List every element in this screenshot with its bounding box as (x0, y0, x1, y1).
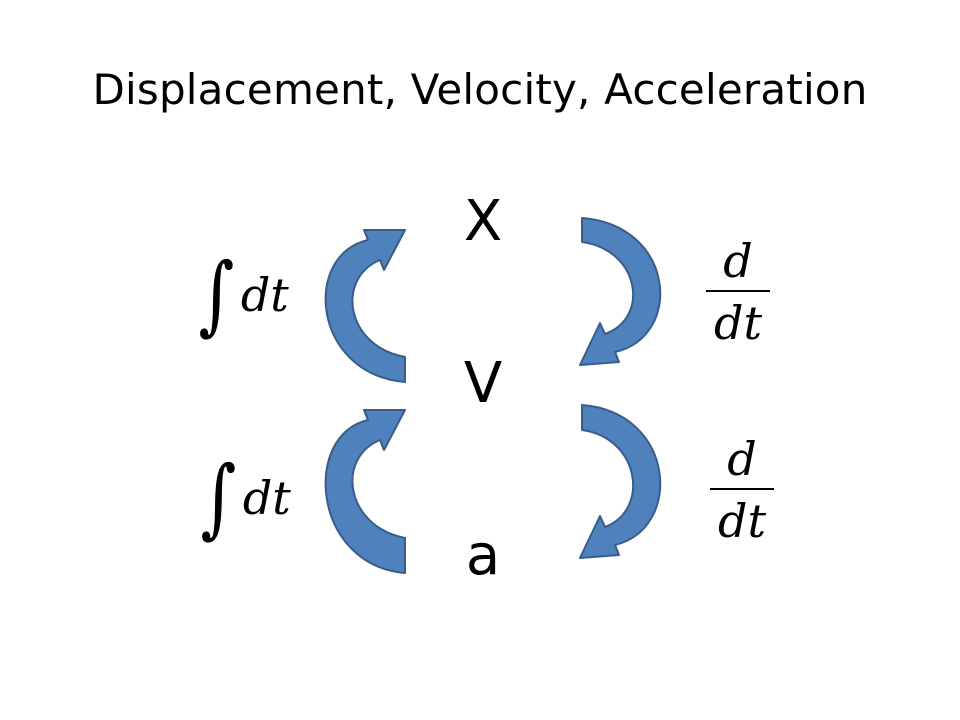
integral-differential: dt (240, 268, 289, 322)
derivative-denominator: dt (718, 494, 766, 548)
integral-operator-top: ∫ dt (194, 245, 289, 345)
curved-arrow-up-icon (324, 229, 406, 383)
fraction-bar (706, 290, 770, 292)
curved-arrow-up-icon (324, 409, 406, 574)
acceleration-label: a (465, 523, 501, 588)
derivative-denominator: dt (714, 296, 762, 350)
integral-operator-bottom: ∫ dt (196, 448, 291, 548)
displacement-label: X (463, 189, 503, 254)
integral-sign: ∫ (200, 448, 237, 548)
slide-title: Displacement, Velocity, Acceleration (92, 65, 868, 114)
derivative-numerator: d (727, 432, 757, 486)
derivative-numerator: d (723, 234, 753, 288)
integral-sign: ∫ (198, 245, 235, 345)
derivative-operator-top: d dt (702, 236, 774, 348)
derivative-operator-bottom: d dt (706, 434, 778, 546)
fraction-bar (710, 488, 774, 490)
velocity-label: V (463, 351, 503, 416)
integral-differential: dt (242, 471, 291, 525)
curved-arrow-down-icon (579, 217, 662, 366)
curved-arrow-down-icon (579, 404, 662, 559)
